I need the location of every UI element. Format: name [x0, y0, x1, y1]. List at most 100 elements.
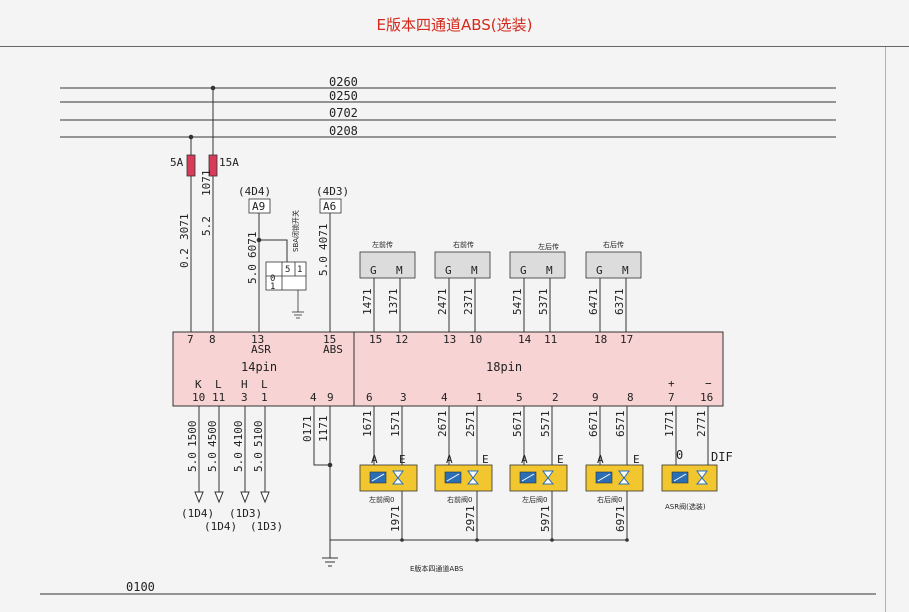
pin-letter: L [215, 378, 222, 391]
fuse-5a [186, 154, 196, 177]
page-title: E版本四通道ABS(选装) [376, 16, 533, 34]
pin-number: 5 [516, 391, 523, 404]
pin-number: 8 [627, 391, 634, 404]
valve-icon [541, 470, 555, 485]
pin-number: 10 [469, 333, 482, 346]
pin-number: 2 [552, 391, 559, 404]
sensor-right-front: 右前传 G M 2471 2371 [434, 240, 491, 332]
valve-right-rear: 6671 6571 A E 右后阀0 6971 [585, 406, 644, 542]
wire-number: 4071 [317, 224, 330, 251]
wire-size: 5.0 [232, 452, 245, 472]
valve-pin: A [597, 453, 604, 466]
output-ref: (1D4) [204, 520, 237, 533]
sensor-left-front: 左前传 G M 1471 1371 [359, 240, 416, 332]
valve-left-rear: 5671 5571 A E 左后阀0 5971 [509, 406, 568, 542]
valve-icon [391, 470, 405, 485]
pin-number: 6 [366, 391, 373, 404]
pin-number: 7 [187, 333, 194, 346]
sensor-m: M [396, 264, 403, 277]
wire-size: 5.0 [252, 452, 265, 472]
wire-number: 1771 [663, 411, 676, 438]
a6-ref: (4D3) [316, 185, 349, 198]
wire-number: 4100 [232, 421, 245, 448]
wire-number: 5471 [511, 289, 524, 316]
pin-number: 18 [594, 333, 607, 346]
pin-number: 13 [443, 333, 456, 346]
asr-pin: DIF [711, 450, 733, 464]
abs-ecu [172, 331, 724, 407]
wire-number: 3071 [178, 214, 191, 241]
pin-number: 13 [251, 333, 264, 346]
valve-label: 右前阀0 [447, 495, 472, 504]
right-border [885, 47, 886, 612]
pin-polarity: − [705, 377, 712, 390]
switch-cell: 5 [285, 265, 290, 275]
output-ref: (1D3) [250, 520, 283, 533]
wire-number: 6671 [587, 411, 600, 438]
pin-number: 7 [668, 391, 675, 404]
wire-number: 2671 [436, 411, 449, 438]
wire-size: 5.0 [206, 452, 219, 472]
sensor-m: M [471, 264, 478, 277]
valve-body [434, 464, 493, 492]
a9-label: A9 [252, 200, 265, 213]
fuse-15a [208, 154, 218, 177]
wire-number: 5671 [511, 411, 524, 438]
a9-ref: (4D4) [238, 185, 271, 198]
pin-number: 4 [441, 391, 448, 404]
valve-icon [466, 470, 480, 485]
wire-number: 2971 [464, 506, 477, 533]
valve-body [359, 464, 418, 492]
pin-number: 15 [369, 333, 382, 346]
sensor-g: G [445, 264, 452, 277]
wire-number: 6371 [613, 289, 626, 316]
valve-body [509, 464, 568, 492]
asr-label: ASR [251, 343, 271, 356]
bus-label: 0250 [329, 89, 358, 103]
wire-number: 4500 [206, 421, 219, 448]
wire-number: 5571 [539, 411, 552, 438]
wire-number: 1171 [317, 416, 330, 443]
pin-number: 9 [327, 391, 334, 404]
valve-pin: E [482, 453, 489, 466]
pin-number: 9 [592, 391, 599, 404]
valve-pin: A [446, 453, 453, 466]
wire-number: 5971 [539, 506, 552, 533]
fuse-rating: 5A [170, 156, 184, 169]
wire-size: 5.0 [246, 264, 259, 284]
wire-number: 5371 [537, 289, 550, 316]
wire-number: 1371 [387, 289, 400, 316]
wire-number: 1571 [389, 411, 402, 438]
asr-pin: 0 [676, 448, 683, 462]
wire-size: 5.0 [317, 256, 330, 276]
wire-number: 6971 [614, 506, 627, 533]
header-divider [0, 46, 909, 47]
output-ref: (1D4) [181, 507, 214, 520]
pin-number: 1 [476, 391, 483, 404]
switch-cell: 1 [270, 282, 275, 292]
output-ref: (1D3) [229, 507, 262, 520]
valve-pin: E [557, 453, 564, 466]
valve-label: 右后阀0 [597, 495, 622, 504]
valve-body [661, 464, 718, 492]
valve-label: ASR阀(选装) [665, 502, 706, 511]
sensor-label: 右前传 [453, 240, 474, 249]
wire-number: 5100 [252, 421, 265, 448]
wire-number: 2771 [695, 411, 708, 438]
asr-valve: 1771 2771 0 DIF ASR阀(选装) [661, 406, 733, 511]
wire-number: 1971 [389, 506, 402, 533]
valve-right-front: 2671 2571 A E 右前阀0 2971 [434, 406, 493, 542]
wire-number: 2571 [464, 411, 477, 438]
valve-pin: E [399, 453, 406, 466]
ecu-left-title: 14pin [241, 360, 277, 374]
bus-label: 0260 [329, 75, 358, 89]
pin-letter: L [261, 378, 268, 391]
wire-number: 1671 [361, 411, 374, 438]
pin-polarity: + [668, 377, 675, 390]
pin-letter: H [241, 378, 248, 391]
pin-number: 14 [518, 333, 532, 346]
pin-number: 8 [209, 333, 216, 346]
pin-number: 15 [323, 333, 336, 346]
